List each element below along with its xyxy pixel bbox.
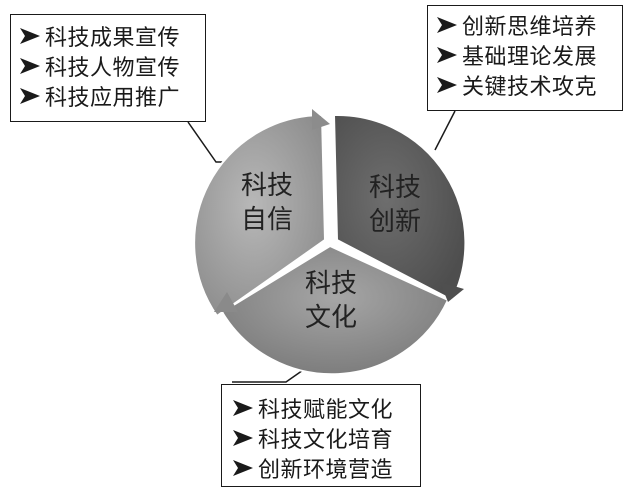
callout-bottom: 科技赋能文化 科技文化培育 创新环境营造 — [221, 384, 421, 487]
connector-bottom — [232, 367, 307, 383]
arrow-bullet-icon — [437, 77, 457, 93]
list-item-label: 创新环境营造 — [258, 458, 394, 483]
segment-culture-label-2: 文化 — [305, 303, 357, 333]
list-item-label: 基础理论发展 — [462, 45, 598, 70]
segment-innovation-label-1: 科技 — [369, 173, 421, 203]
arrow-bullet-icon — [437, 47, 457, 63]
segment-confidence — [193, 113, 327, 318]
arrowhead-left — [214, 292, 238, 312]
list-item-label: 创新思维培养 — [462, 15, 598, 40]
list-item: 关键技术攻克 — [436, 70, 622, 100]
list-item-label: 科技成果宣传 — [45, 26, 181, 51]
list-item: 基础理论发展 — [436, 40, 622, 70]
list-item-label: 科技赋能文化 — [258, 398, 394, 423]
connector-top-left — [187, 121, 226, 163]
connector-top-right — [434, 110, 456, 151]
list-item-label: 科技人物宣传 — [45, 56, 181, 81]
cycle-arrowheads — [214, 109, 464, 312]
list-item-label: 科技文化培育 — [258, 428, 394, 453]
segment-culture-label-1: 科技 — [305, 269, 357, 299]
arrowhead-top — [312, 109, 330, 130]
arrow-bullet-icon — [233, 400, 253, 416]
segment-innovation-label-2: 创新 — [369, 207, 421, 237]
arrow-bullet-icon — [233, 460, 253, 476]
segment-innovation — [332, 113, 467, 302]
list-item: 创新思维培养 — [436, 10, 622, 40]
arrow-bullet-icon — [437, 17, 457, 33]
arrowhead-right — [440, 282, 464, 302]
segment-confidence-label-1: 科技 — [241, 171, 293, 201]
segment-culture — [220, 244, 450, 376]
segment-confidence-label-2: 自信 — [241, 205, 293, 235]
arrow-bullet-icon — [20, 58, 40, 74]
list-item: 创新环境营造 — [232, 453, 420, 483]
list-item: 科技应用推广 — [19, 81, 205, 111]
callout-top-left: 科技成果宣传 科技人物宣传 科技应用推广 — [10, 14, 206, 122]
arrow-bullet-icon — [20, 88, 40, 104]
list-item: 科技人物宣传 — [19, 51, 205, 81]
arrow-bullet-icon — [233, 430, 253, 446]
list-item: 科技文化培育 — [232, 423, 420, 453]
callout-top-right: 创新思维培养 基础理论发展 关键技术攻克 — [427, 5, 623, 111]
arrow-bullet-icon — [20, 28, 40, 44]
list-item: 科技成果宣传 — [19, 21, 205, 51]
list-item-label: 关键技术攻克 — [462, 75, 598, 100]
list-item: 科技赋能文化 — [232, 393, 420, 423]
list-item-label: 科技应用推广 — [45, 86, 181, 111]
